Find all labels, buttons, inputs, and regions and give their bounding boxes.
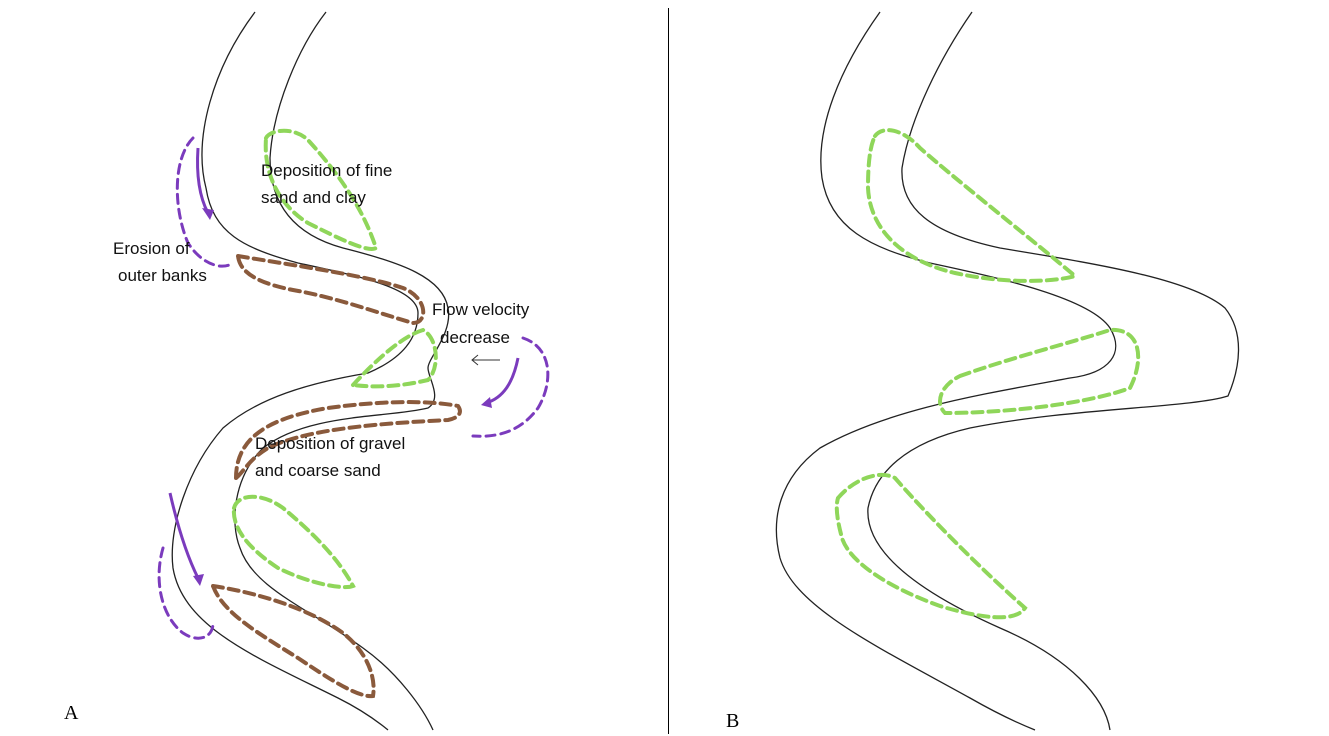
panel-b-letter: B [726, 710, 740, 732]
erosion-dashes-middle [471, 336, 550, 438]
panel-b-drawing [775, 11, 1240, 731]
coarse-deposit-lower [209, 583, 376, 699]
label-flow-line2: decrease [440, 328, 510, 347]
panel-a-letter: A [64, 702, 79, 724]
river-left-bank [171, 11, 419, 731]
fine-deposit-middle [938, 327, 1141, 416]
label-flow-line1: Flow velocity [432, 300, 530, 319]
coarse-deposit-upper [235, 253, 426, 326]
river-left-bank [775, 11, 1117, 731]
label-erosion-line1: Erosion of [113, 239, 190, 258]
erosion-dashes-top [175, 136, 235, 268]
river-right-bank [234, 11, 450, 731]
coarse-deposit-middle [233, 400, 462, 482]
erosion-arrowhead-middle [481, 397, 492, 408]
fine-deposit-top [263, 128, 379, 251]
frame-middle-border [668, 8, 669, 734]
erosion-arrow-bottom [168, 492, 200, 579]
fine-deposit-top [865, 128, 1080, 283]
erosion-arrowhead-bottom [193, 574, 204, 586]
flow-velocity-arrowhead [471, 354, 479, 366]
fine-deposit-bottom [231, 494, 356, 590]
erosion-arrowhead-top [202, 208, 214, 220]
panel-b: B [670, 8, 1324, 734]
label-fine-deposit-line2: sand and clay [261, 188, 366, 207]
erosion-dashes-bottom [157, 546, 215, 640]
label-gravel-line2: and coarse sand [255, 461, 381, 480]
erosion-arrow-middle [485, 357, 520, 405]
river-right-bank [867, 11, 1240, 731]
label-fine-deposit-line1: Deposition of fine [261, 161, 393, 180]
erosion-arrow-top [196, 147, 210, 214]
panel-a: Deposition of fine sand and clay Erosion… [8, 8, 668, 734]
label-gravel-line1: Deposition of gravel [255, 434, 406, 453]
panel-a-drawing [157, 11, 550, 731]
fine-deposit-middle [348, 327, 438, 389]
label-erosion-line2: outer banks [118, 266, 207, 285]
fine-deposit-bottom [834, 472, 1028, 620]
